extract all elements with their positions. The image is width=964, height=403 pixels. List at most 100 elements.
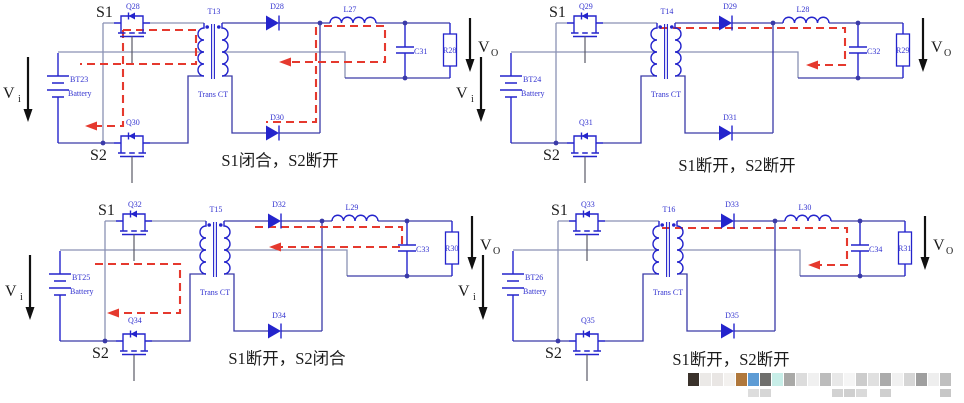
battery-symbol: [48, 250, 72, 342]
junction-dot: [404, 218, 410, 224]
junction-dot: [770, 20, 776, 26]
transformer-type-label: Trans CT: [200, 288, 230, 297]
current-arrow-icon: [808, 260, 820, 270]
diode-top-ref: D32: [272, 200, 286, 209]
diode-bottom-ref: D35: [725, 311, 739, 320]
capacitor-symbol: [395, 22, 415, 79]
battery-label: Battery: [70, 287, 94, 296]
switch-s1-label: S1: [549, 4, 566, 21]
diode-top-symbol: [720, 212, 735, 230]
capacitor-ref: C32: [867, 47, 880, 56]
battery-ref: BT24: [523, 75, 541, 84]
current-path: [662, 226, 849, 267]
input-voltage-subscript: i: [473, 292, 476, 303]
wires-blue: [60, 220, 452, 342]
mosfet-bottom-ref: Q34: [128, 316, 142, 325]
battery-ref: BT26: [525, 273, 543, 282]
wires-gray: [511, 22, 799, 143]
mosfet-s2-symbol: [566, 131, 604, 184]
diode-top-ref: D28: [270, 2, 284, 11]
current-arrow-icon: [85, 121, 97, 131]
transformer-ref: T15: [210, 205, 223, 214]
output-voltage-label: V: [931, 39, 943, 56]
watermark-mosaic-row2: [700, 389, 964, 397]
battery-label: Battery: [68, 89, 92, 98]
inductor-ref: L27: [344, 5, 357, 14]
switch-s2-label: S2: [545, 345, 562, 362]
resistor-ref: R30: [445, 244, 458, 253]
wires-gray: [60, 220, 348, 341]
current-path: [660, 26, 847, 67]
output-voltage-subscript: O: [946, 246, 953, 257]
junction-dot: [317, 20, 323, 26]
diode-bottom-ref: D30: [270, 113, 284, 122]
mosfet-top-ref: Q32: [128, 200, 142, 209]
transformer-type-label: Trans CT: [653, 288, 683, 297]
transformer-symbol: [199, 220, 231, 278]
current-arrow-icon: [107, 308, 119, 318]
battery-label: Battery: [521, 89, 545, 98]
input-voltage-arrow-icon: [22, 55, 34, 124]
switch-s1-label: S1: [98, 202, 115, 219]
switch-s1-label: S1: [96, 4, 113, 21]
wires-blue: [511, 22, 903, 144]
switch-s2-label: S2: [92, 345, 109, 362]
diode-top-symbol: [265, 14, 280, 32]
capacitor-symbol: [848, 22, 868, 79]
mosfet-s2-symbol: [115, 329, 153, 382]
junction-dot: [402, 75, 408, 81]
diode-bottom-symbol: [718, 124, 733, 142]
input-voltage-arrow-icon: [475, 55, 487, 124]
wires-gray: [58, 22, 346, 143]
capacitor-symbol: [850, 220, 870, 277]
resistor-ref: R28: [443, 46, 456, 55]
battery-ref: BT23: [70, 75, 88, 84]
inductor-symbol: [329, 16, 377, 24]
transformer-symbol: [197, 22, 229, 80]
junction-dot: [855, 20, 861, 26]
capacitor-ref: C34: [869, 245, 882, 254]
diode-top-ref: D29: [723, 2, 737, 11]
current-path: [96, 30, 125, 128]
current-arrow-icon: [806, 60, 818, 70]
resistor-ref: R31: [898, 244, 911, 253]
input-voltage-label: V: [5, 283, 17, 300]
input-voltage-subscript: i: [18, 94, 21, 105]
diode-bottom-symbol: [265, 124, 280, 142]
junction-dot: [855, 75, 861, 81]
inductor-ref: L28: [797, 5, 810, 14]
junction-dot: [100, 140, 106, 146]
inductor-symbol: [331, 214, 379, 222]
transformer-type-label: Trans CT: [198, 90, 228, 99]
wires-blue: [513, 220, 905, 342]
mosfet-top-ref: Q28: [126, 2, 140, 11]
output-voltage-arrow-icon: [466, 214, 478, 272]
inductor-ref: L29: [346, 203, 359, 212]
circuit-q1: S1 S2 Q28 Q30 T13 Trans CT BT23 Battery …: [3, 2, 498, 184]
input-voltage-label: V: [456, 85, 468, 102]
junction-dot: [404, 273, 410, 279]
output-voltage-label: V: [480, 237, 492, 254]
junction-dot: [857, 218, 863, 224]
input-voltage-arrow-icon: [24, 253, 36, 322]
output-voltage-subscript: O: [491, 48, 498, 59]
diode-bottom-ref: D31: [723, 113, 737, 122]
current-path: [255, 225, 404, 249]
inductor-symbol: [784, 214, 832, 222]
mosfet-s1-symbol: [566, 11, 604, 64]
current-path: [266, 27, 318, 124]
capacitor-ref: C33: [416, 245, 429, 254]
battery-symbol: [499, 52, 523, 144]
battery-symbol: [46, 52, 70, 144]
junction-dot: [857, 273, 863, 279]
inductor-ref: L30: [799, 203, 812, 212]
watermark-mosaic: [688, 373, 952, 386]
wires-gray: [513, 220, 801, 341]
current-path: [95, 262, 182, 315]
output-voltage-arrow-icon: [917, 16, 929, 74]
input-voltage-subscript: i: [20, 292, 23, 303]
input-voltage-arrow-icon: [477, 253, 489, 322]
wires-blue: [58, 22, 450, 144]
junction-dot: [319, 218, 325, 224]
